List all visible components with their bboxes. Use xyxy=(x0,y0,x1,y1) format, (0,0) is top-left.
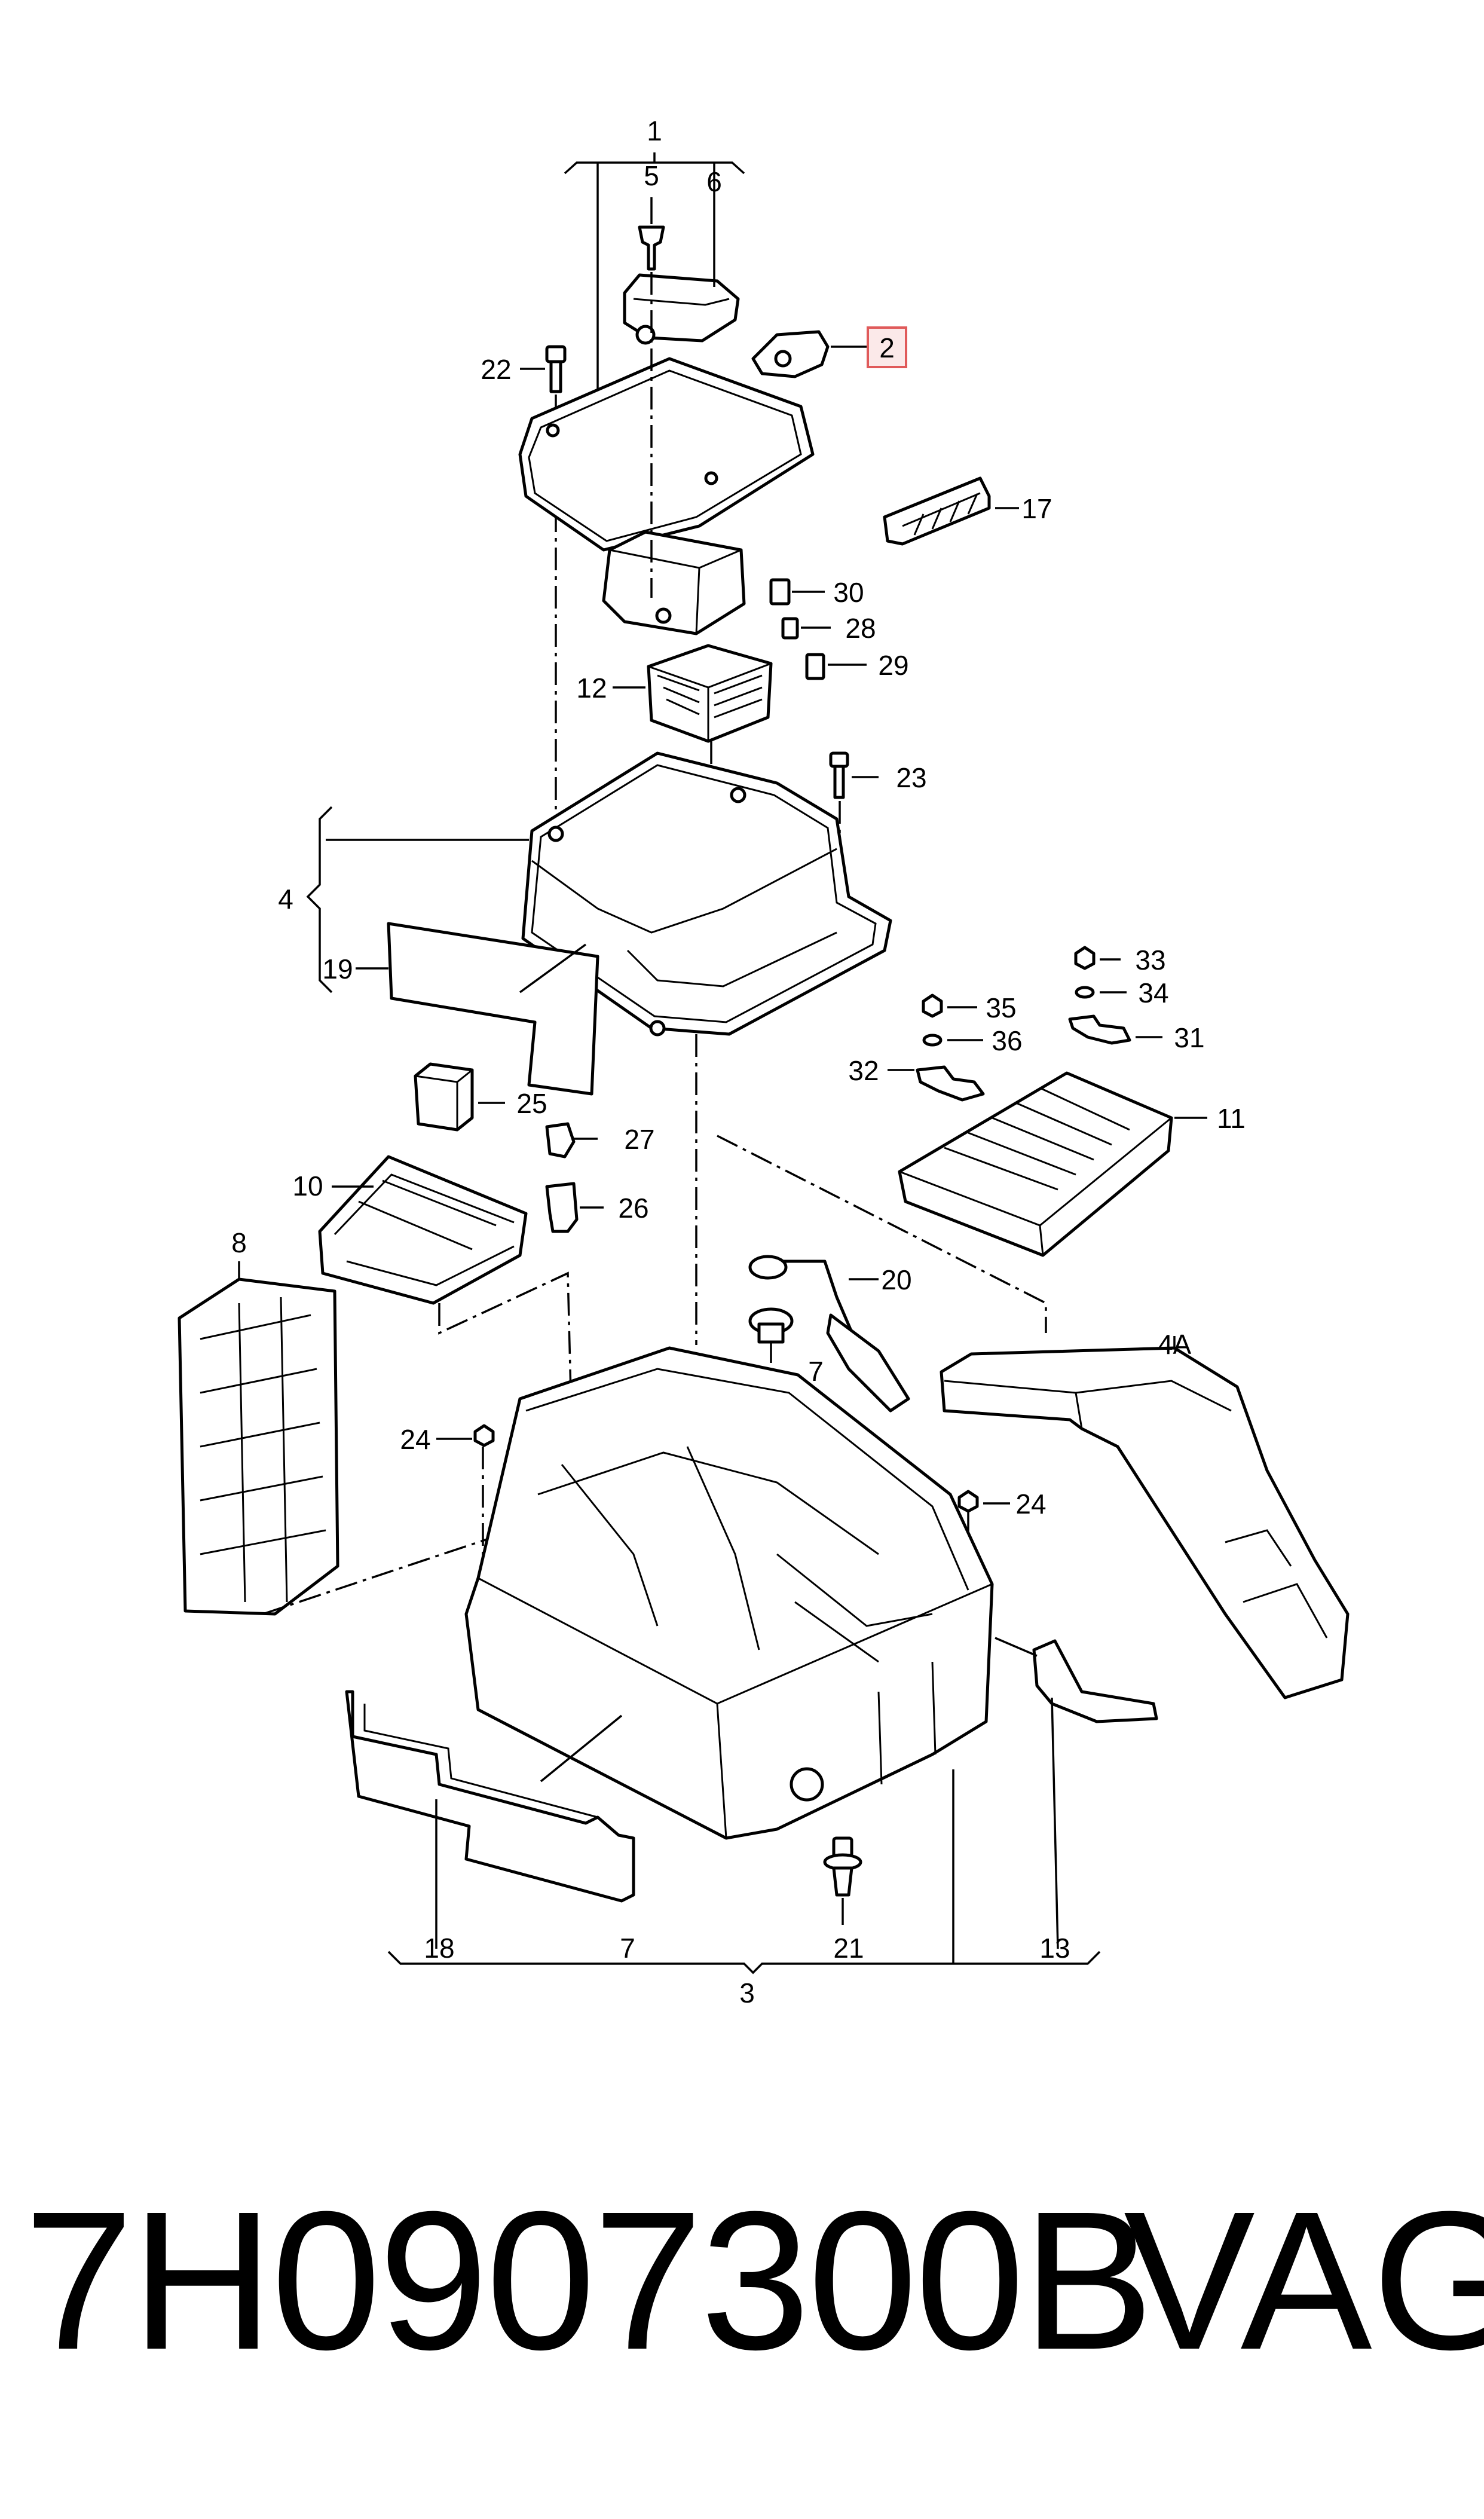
part-19-label-sheet xyxy=(356,922,599,1096)
callout-26: 26 xyxy=(618,1193,648,1224)
busbars-31-32 xyxy=(888,1014,1162,1102)
callout-20: 20 xyxy=(881,1264,911,1295)
fuses-30-28-29 xyxy=(769,578,867,680)
callout-4A: 4A xyxy=(1158,1329,1192,1360)
callout-5: 5 xyxy=(644,160,659,191)
part-23-screw xyxy=(829,751,879,933)
callout-8: 8 xyxy=(231,1227,247,1258)
part-21-clip xyxy=(823,1836,862,1925)
callout-36: 36 xyxy=(992,1025,1022,1056)
callout-4: 4 xyxy=(278,884,293,915)
part-22-bolt xyxy=(520,345,567,819)
callout-30: 30 xyxy=(833,577,864,608)
part-11-fuse-carrier xyxy=(898,1071,1207,1257)
callout-24-right: 24 xyxy=(1015,1488,1046,1520)
part-10-relay-plate xyxy=(318,1155,572,1393)
parts-27-26 xyxy=(545,1122,604,1233)
part-20-harness xyxy=(748,1255,910,1413)
cover-plate xyxy=(518,357,815,552)
callout-27: 27 xyxy=(624,1124,654,1155)
callout-12: 12 xyxy=(576,672,607,704)
callout-29: 29 xyxy=(878,650,908,681)
bracket-group-1 xyxy=(564,152,745,389)
callout-labels: 1 2 3 4 4A 5 6 7 7 8 10 11 12 13 17 18 1… xyxy=(231,115,1246,2009)
callout-6: 6 xyxy=(706,166,722,197)
callout-31: 31 xyxy=(1174,1022,1204,1053)
part-3-lower-box xyxy=(464,1034,1047,1840)
brand-label: VAG xyxy=(1124,2170,1484,2390)
callout-21: 21 xyxy=(833,1933,864,1964)
callout-2-highlight xyxy=(867,326,907,368)
part-6-relay-carrier xyxy=(623,273,740,345)
bracket-group-4 xyxy=(306,806,333,993)
part-4A-cover xyxy=(940,1336,1350,1699)
callout-23: 23 xyxy=(896,762,926,793)
callout-10: 10 xyxy=(292,1170,323,1202)
callout-24-left: 24 xyxy=(400,1424,430,1455)
callout-2: 2 xyxy=(879,332,895,363)
callout-3: 3 xyxy=(739,1977,755,2009)
callout-7-grommet: 7 xyxy=(808,1356,824,1387)
callout-18: 18 xyxy=(424,1933,454,1964)
callout-17: 17 xyxy=(1021,493,1052,524)
part-number: 7H0907300B xyxy=(24,2170,1154,2390)
callout-28: 28 xyxy=(845,613,876,644)
part-24-screws xyxy=(436,1424,1010,1578)
part-18-seal xyxy=(345,1690,635,1949)
callout-22: 22 xyxy=(481,354,511,385)
callout-35: 35 xyxy=(986,992,1016,1023)
part-13-strip xyxy=(995,1637,1158,1949)
callout-33: 33 xyxy=(1135,944,1165,976)
callout-25: 25 xyxy=(516,1088,547,1119)
part-8-relay-panel xyxy=(178,1261,550,1616)
part-25-relay xyxy=(414,1062,505,1132)
part-7-grommet xyxy=(748,1307,794,1363)
relay-housing xyxy=(602,272,746,635)
callout-1: 1 xyxy=(647,115,662,146)
callout-11: 11 xyxy=(1217,1103,1246,1134)
callout-32: 32 xyxy=(848,1055,879,1086)
nuts-washers xyxy=(922,946,1127,1047)
callout-13: 13 xyxy=(1039,1933,1070,1964)
callout-7-lower: 7 xyxy=(620,1933,635,1964)
part-17-strip xyxy=(883,476,1019,546)
part-4-upper-box xyxy=(326,751,892,1037)
callout-34: 34 xyxy=(1138,977,1168,1008)
callout-19: 19 xyxy=(322,953,353,985)
bracket-group-3 xyxy=(387,1769,1101,1974)
part-2-connector xyxy=(751,330,870,378)
part-5-screw xyxy=(638,197,665,271)
